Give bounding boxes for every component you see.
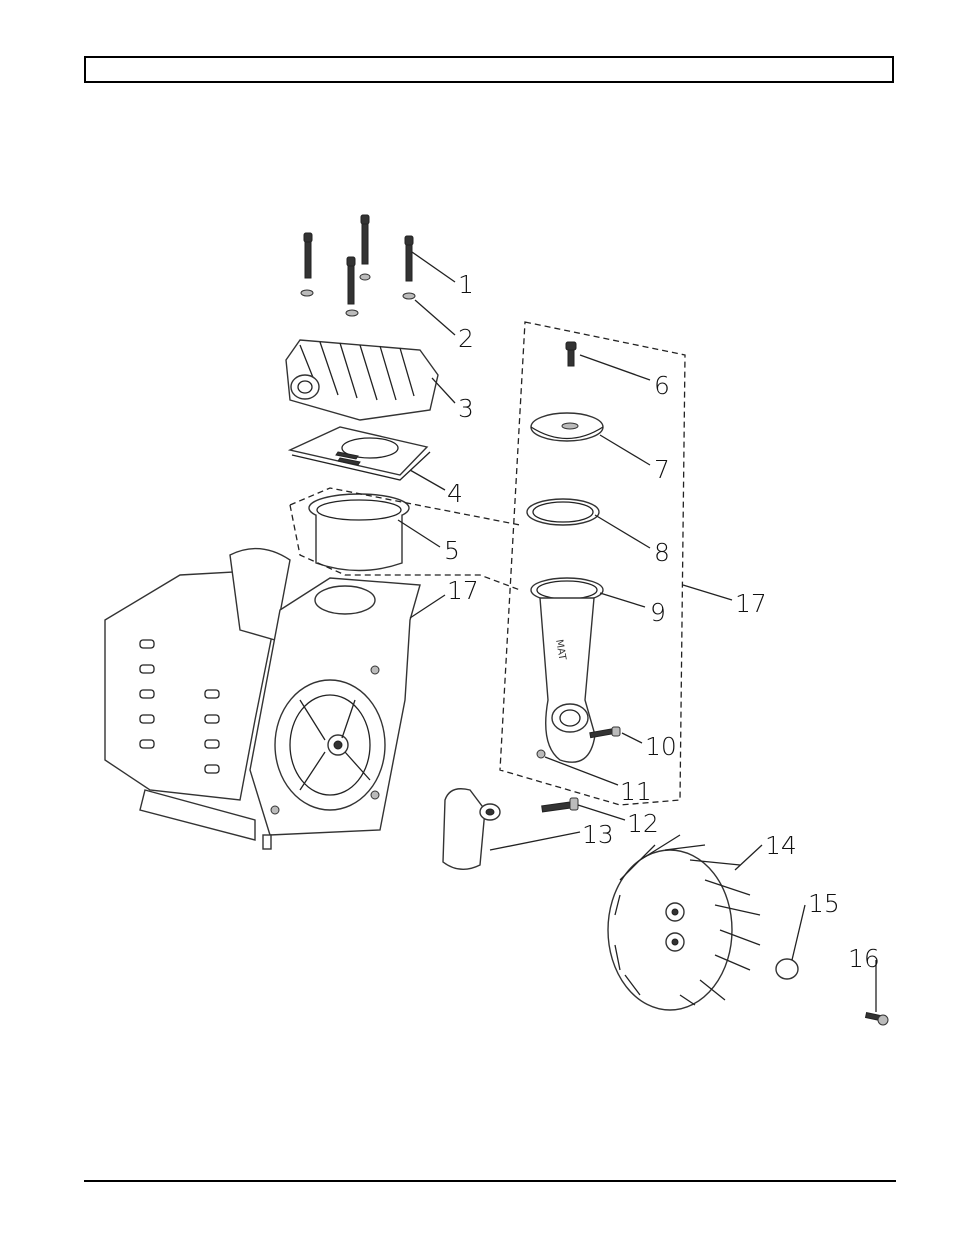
callout-7: 7	[654, 455, 670, 484]
callout-17-piston-kit: 17	[735, 589, 767, 618]
callout-10: 10	[645, 732, 677, 761]
cylinder-head	[286, 340, 438, 420]
rod-nut	[537, 750, 545, 758]
callout-1: 1	[458, 270, 474, 299]
fan-bolt	[866, 1013, 888, 1025]
callout-2: 2	[458, 324, 474, 353]
motor-crankcase-assembly	[105, 549, 420, 849]
callout-3: 3	[458, 394, 474, 423]
callout-8: 8	[654, 538, 670, 567]
callout-13: 13	[582, 820, 614, 849]
fan-washer	[776, 959, 798, 979]
cooling-fan	[608, 835, 760, 1010]
callout-6: 6	[654, 371, 670, 400]
callout-17-crankcase: 17	[447, 576, 479, 605]
callout-14: 14	[765, 831, 797, 860]
eccentric-crank	[443, 789, 500, 870]
rod-screw	[590, 727, 620, 738]
callout-16: 16	[848, 944, 880, 973]
crank-screw	[542, 798, 578, 812]
piston-retainer	[531, 413, 603, 441]
head-bolts	[301, 215, 415, 316]
callout-5: 5	[444, 536, 460, 565]
footer-rule	[84, 1180, 896, 1182]
callout-12: 12	[627, 809, 659, 838]
callout-9: 9	[650, 598, 666, 627]
piston-cup-ring	[527, 499, 599, 525]
callout-4: 4	[447, 479, 463, 508]
piston-screw	[566, 342, 576, 366]
valve-plate	[290, 427, 430, 480]
cylinder-sleeve	[309, 494, 409, 571]
callout-11: 11	[620, 777, 652, 806]
callout-15: 15	[808, 889, 840, 918]
